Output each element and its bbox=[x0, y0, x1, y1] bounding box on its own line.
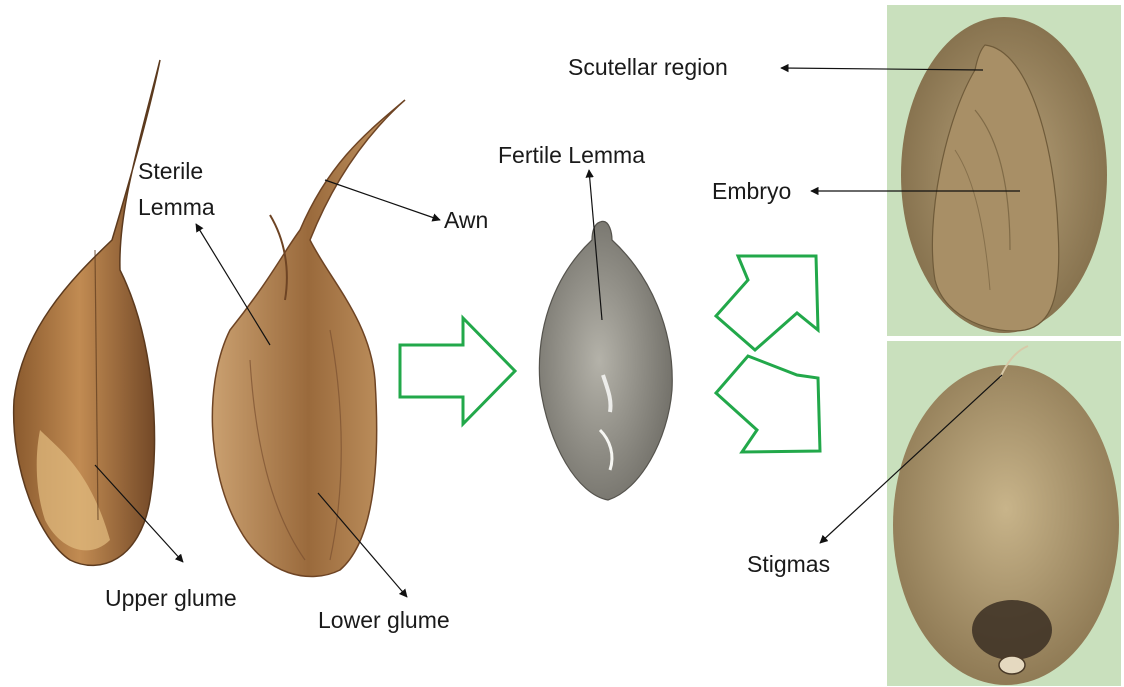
lower-glume-label: Lower glume bbox=[318, 607, 450, 633]
fertile-lemma-grain-image bbox=[539, 221, 672, 500]
embryo-label: Embryo bbox=[712, 178, 791, 204]
upper-glume-spikelet-image bbox=[14, 60, 160, 565]
scutellar-region-label: Scutellar region bbox=[568, 54, 728, 80]
embryo-seed-photo bbox=[887, 5, 1121, 336]
process-arrow-lower-right bbox=[716, 356, 820, 452]
awn-pointer bbox=[325, 180, 440, 220]
upper-glume-label: Upper glume bbox=[105, 585, 237, 611]
stigmas-seed-photo bbox=[887, 341, 1121, 686]
sterile-lemma-label-line1: Sterile bbox=[138, 158, 203, 184]
stigmas-label: Stigmas bbox=[747, 551, 830, 577]
process-arrow-upper-right bbox=[716, 256, 818, 350]
awn-label: Awn bbox=[444, 207, 488, 233]
fertile-lemma-label: Fertile Lemma bbox=[498, 142, 645, 168]
process-arrow bbox=[400, 318, 515, 424]
sterile-lemma-label-line2: Lemma bbox=[138, 194, 215, 220]
lower-glume-spikelet-image bbox=[212, 100, 405, 577]
